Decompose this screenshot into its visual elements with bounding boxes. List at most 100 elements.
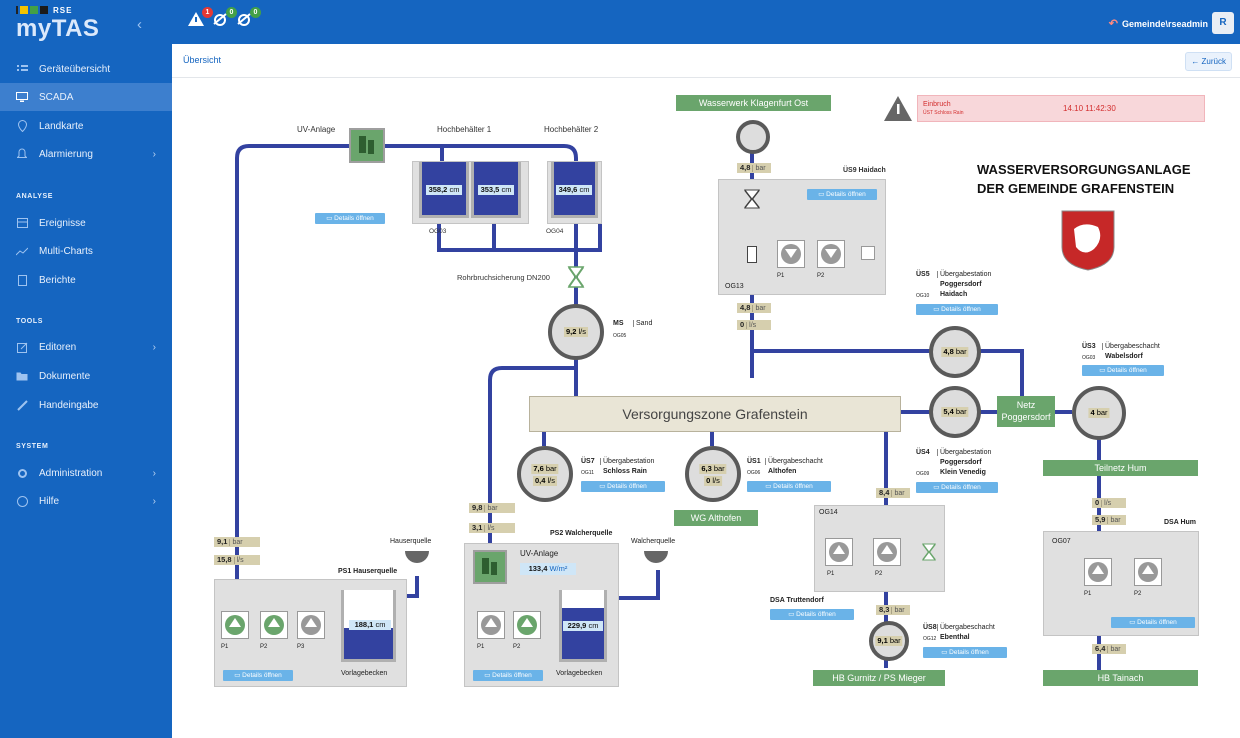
us4-name-2: Klein Venedig <box>940 469 986 476</box>
netz-poggersdorf-button[interactable]: Netz Poggersdorf <box>997 396 1055 427</box>
details-button[interactable]: ▭ Details öffnen <box>1111 617 1195 628</box>
valve-icon[interactable] <box>919 542 939 562</box>
details-button[interactable]: ▭ Details öffnen <box>916 304 998 315</box>
ms-flow-gauge[interactable]: 9,2 l/s <box>548 304 604 360</box>
pump-p3[interactable] <box>297 611 325 639</box>
sidebar-item-editoren[interactable]: Editoren› <box>0 333 172 361</box>
pressure-value: 4,8 bar <box>941 347 969 357</box>
edit-icon <box>16 341 28 353</box>
collapse-sidebar-icon[interactable]: ‹ <box>137 16 142 33</box>
dsa-hum-station[interactable]: OG07 P1 P2 ▭ Details öffnen <box>1043 531 1199 636</box>
pump-p2[interactable] <box>817 240 845 268</box>
spring-icon <box>405 551 429 563</box>
avatar[interactable]: R <box>1212 12 1234 34</box>
sidebar-item-alarmierung[interactable]: Alarmierung› <box>0 140 172 168</box>
sidebar-item-hilfe[interactable]: Hilfe› <box>0 487 172 515</box>
pump-p1[interactable] <box>221 611 249 639</box>
details-button[interactable]: ▭ Details öffnen <box>473 670 543 681</box>
hb-gurnitz-button[interactable]: HB Gurnitz / PS Mieger <box>813 670 945 686</box>
bell-icon <box>16 148 28 160</box>
sidebar-item-dokumente[interactable]: Dokumente <box>0 362 172 390</box>
pressure-value: 9,1 bar <box>875 636 903 646</box>
warning-icon <box>884 96 912 121</box>
sidebar-item-landkarte[interactable]: Landkarte <box>0 112 172 140</box>
sidebar-item-ereignisse[interactable]: Ereignisse <box>0 209 172 237</box>
details-button[interactable]: ▭ Details öffnen <box>916 482 998 493</box>
details-button[interactable]: ▭ Details öffnen <box>315 213 385 224</box>
details-button[interactable]: ▭ Details öffnen <box>223 670 293 681</box>
hochbehaelter-1[interactable]: 358,2 cm 353,5 cm <box>412 161 529 224</box>
sidebar-item-administration[interactable]: Administration› <box>0 459 172 487</box>
back-label: Zurück <box>1201 57 1226 66</box>
details-button[interactable]: ▭ Details öffnen <box>1082 365 1164 376</box>
back-button[interactable]: ← Zurück <box>1185 52 1232 71</box>
page-title-line2: DER GEMEINDE GRAFENSTEIN <box>977 181 1175 196</box>
sidebar-item-multi-charts[interactable]: Multi-Charts <box>0 237 172 265</box>
pressure-gauge[interactable]: 4,8 bar <box>929 326 981 378</box>
sidebar-item-label: Handeingabe <box>39 399 99 411</box>
details-button[interactable]: ▭ Details öffnen <box>923 647 1007 658</box>
us9-label: ÜS9 Haidach <box>843 167 886 174</box>
sidebar-item-scada[interactable]: SCADA <box>0 83 172 111</box>
sidebar-item-geraeteuebersicht[interactable]: Geräteübersicht <box>0 55 172 83</box>
og04-label: OG04 <box>546 228 564 235</box>
alarm-muted-icon[interactable]: 0 <box>211 7 237 32</box>
details-button[interactable]: ▭ Details öffnen <box>770 609 854 620</box>
teilnetz-hum-button[interactable]: Teilnetz Hum <box>1043 460 1198 476</box>
pump-p2[interactable] <box>873 538 901 566</box>
pump-p2[interactable] <box>513 611 541 639</box>
details-button[interactable]: ▭ Details öffnen <box>807 189 877 200</box>
us1-gauge[interactable]: 6,3 bar 0 l/s <box>685 446 741 502</box>
valve-icon[interactable] <box>564 265 588 289</box>
pump-p1[interactable] <box>777 240 805 268</box>
us7-gauge[interactable]: 7,6 bar 0,4 l/s <box>517 446 573 502</box>
pressure-gauge[interactable]: 5,4 bar <box>929 386 981 438</box>
pump-p1[interactable] <box>477 611 505 639</box>
us7-type: Übergabestation <box>600 458 654 465</box>
uv-anlage-unit[interactable] <box>349 128 385 163</box>
uv-anlage-unit[interactable] <box>473 550 507 584</box>
pump-small[interactable] <box>861 246 875 260</box>
og03b-label: OG03 <box>1082 355 1096 361</box>
ps2-station[interactable]: UV-Anlage 133,4 W/m² P1 P2 229,9 cm Vorl… <box>464 543 619 687</box>
pressure-gauge[interactable]: 9,1 bar <box>869 621 909 661</box>
wg-althofen-button[interactable]: WG Althofen <box>674 510 758 526</box>
sidebar-item-handeingabe[interactable]: Handeingabe <box>0 391 172 419</box>
user-menu[interactable]: ↶Gemeinde\rseadmin <box>1109 17 1208 30</box>
wasserwerk-button[interactable]: Wasserwerk Klagenfurt Ost <box>676 95 831 111</box>
pump-p1[interactable] <box>825 538 853 566</box>
alert-banner[interactable]: Einbruch ÜST Schloss Rain 14.10 11:42:30 <box>917 95 1205 122</box>
details-button[interactable]: ▭ Details öffnen <box>581 481 665 492</box>
us9-station[interactable]: ▭ Details öffnen P1 P2 OG13 <box>718 179 886 295</box>
pressure-gauge[interactable]: 4 bar <box>1072 386 1126 440</box>
p2-label: P2 <box>260 644 268 650</box>
hochbehaelter-2[interactable]: 349,6 cm <box>547 161 602 224</box>
pump-p1[interactable] <box>1084 558 1112 586</box>
logout-icon[interactable]: ↶ <box>1108 18 1118 30</box>
hb-tainach-button[interactable]: HB Tainach <box>1043 670 1198 686</box>
us3-type: Übergabeschacht <box>1102 343 1160 350</box>
breadcrumb-bar: Übersicht ← Zurück <box>172 44 1240 78</box>
pump-p2[interactable] <box>260 611 288 639</box>
p3-label: P3 <box>297 644 305 650</box>
sidebar-item-berichte[interactable]: Berichte <box>0 266 172 294</box>
alarm-warning-icon[interactable]: 1 <box>187 7 213 32</box>
flow-value: 9,2 l/s <box>563 327 589 337</box>
p2-label: P2 <box>513 644 521 650</box>
map-pin-icon <box>16 120 28 132</box>
pressure-gauge[interactable] <box>736 120 770 154</box>
monitor-icon: ▭ <box>933 306 942 313</box>
ps1-station[interactable]: P1 P2 P3 188,1 cm Vorlagebecken ▭ Detail… <box>214 579 407 687</box>
brand-logo[interactable]: RSE myTAS <box>16 6 99 43</box>
breadcrumb[interactable]: Übersicht <box>183 55 222 65</box>
alarm-muted-icon[interactable]: 0 <box>235 7 261 32</box>
versorgungszone[interactable]: Versorgungszone Grafenstein <box>529 396 901 432</box>
details-button[interactable]: ▭ Details öffnen <box>747 481 831 492</box>
pump-p2[interactable] <box>1134 558 1162 586</box>
pressure-value: 7,6 bar <box>531 464 559 474</box>
og14-station[interactable]: OG14 P1 P2 <box>814 505 945 592</box>
